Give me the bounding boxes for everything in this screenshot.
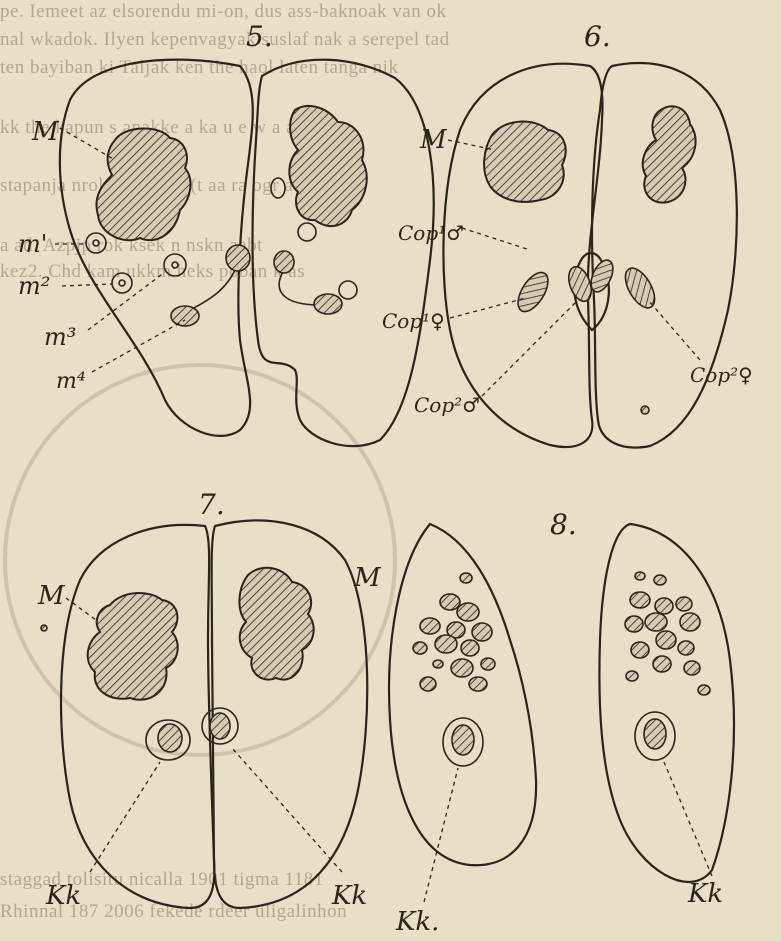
background-circle [5, 365, 395, 755]
macronucleus [96, 128, 190, 240]
leader-line [462, 228, 530, 250]
leader-line [450, 298, 526, 318]
micronucleus [271, 178, 285, 198]
macronuclear-fragments [625, 572, 710, 695]
right-cell [599, 524, 734, 882]
leader-line [648, 300, 700, 360]
leader-line [92, 320, 185, 372]
label-cop1-male: Cop¹♂ [398, 221, 464, 245]
label-kk-right: Kk [331, 881, 367, 911]
conjugation-nucleus-core [158, 724, 182, 752]
label-kk-right: Kk [687, 879, 723, 909]
label-kk-left: Kk. [395, 907, 439, 937]
label-m2: m² [18, 272, 50, 300]
leader-line [62, 284, 112, 286]
spindle-pole [171, 306, 199, 326]
macronucleus [643, 106, 696, 202]
label-M: M [37, 581, 66, 611]
leader-line [90, 762, 160, 872]
label-cop2-male: Cop²♂ [414, 393, 480, 417]
macronucleus [289, 106, 366, 226]
label-cop1-female: Cop¹♀ [382, 309, 445, 333]
figure-7: 7. M Kk Kk [37, 488, 367, 911]
label-M: M [353, 563, 382, 593]
micronucleus [339, 281, 357, 299]
micronucleus-dot [93, 240, 99, 246]
label-kk-left: Kk [45, 881, 81, 911]
gamete-spindle [619, 263, 660, 312]
figure-number: 5. [246, 20, 273, 53]
figure-number: 8. [550, 508, 577, 541]
label-cop2-female: Cop²♀ [690, 363, 753, 387]
spindle-pole [274, 251, 294, 273]
leader-line [232, 748, 342, 872]
dividing-micronucleus [186, 268, 236, 312]
micronucleus [86, 233, 106, 253]
conjugation-nucleus-core [644, 719, 666, 749]
macronucleus [484, 122, 566, 202]
leader-line [424, 768, 458, 902]
micronucleus-dot [172, 262, 178, 268]
label-m1: m' [18, 230, 47, 258]
gamete-spindle [512, 268, 554, 317]
micronucleus [298, 223, 316, 241]
small-body [641, 406, 649, 414]
macronucleus [88, 593, 178, 700]
label-M: M [31, 117, 60, 147]
micronucleus [112, 273, 132, 293]
leader-line [664, 762, 712, 876]
small-body [41, 625, 47, 631]
macronucleus [239, 568, 313, 680]
conjugation-nucleus-core [210, 713, 230, 739]
figure-8: 8. [353, 508, 734, 937]
label-m3: m³ [44, 323, 76, 351]
figure-number: 6. [584, 20, 611, 53]
spindle-pole [226, 245, 250, 271]
figure-5: 5. M m' m² m³ m⁴ [18, 20, 434, 446]
micronucleus-dot [119, 280, 125, 286]
figure-number: 7. [198, 488, 225, 521]
label-m4: m⁴ [56, 369, 86, 394]
micronucleus [164, 254, 186, 276]
left-cell [60, 60, 253, 436]
macronuclear-fragments [413, 573, 495, 691]
figure-6: 6. M Cop¹♂ Cop¹♀ Cop²♀ Cop²♂ [382, 20, 753, 448]
label-M: M [419, 125, 448, 155]
spindle-pole [314, 294, 342, 314]
conjugation-nucleus-core [452, 725, 474, 755]
dividing-micronucleus [279, 270, 320, 305]
leader-line [88, 272, 165, 330]
leader-line [482, 300, 578, 396]
